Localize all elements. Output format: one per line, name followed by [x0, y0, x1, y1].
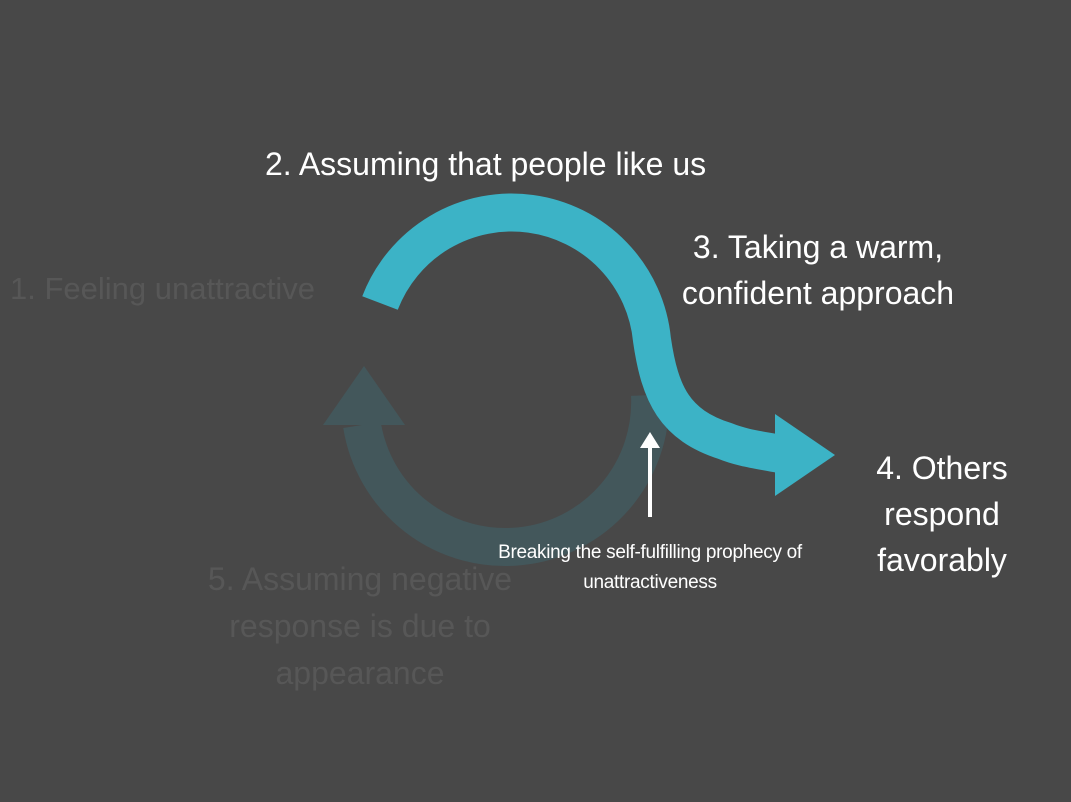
breaking-prophecy-caption: Breaking the self-fulfilling prophecy of…	[498, 542, 802, 593]
positive-cycle-arrowhead	[775, 414, 835, 496]
step-5-assuming-negative-response: 5. Assuming negative response is due to …	[207, 561, 513, 691]
step-2-assuming-people-like-us: 2. Assuming that people like us	[265, 146, 707, 182]
positive-cycle-arc	[362, 193, 784, 473]
step-4-others-respond-favorably: 4. Others respond favorably	[876, 450, 1008, 578]
step-3-warm-confident-approach: 3. Taking a warm, confident approach	[681, 229, 955, 311]
break-pointer-arrowhead	[640, 432, 660, 448]
step-1-feeling-unattractive: 1. Feeling unattractive	[10, 271, 316, 306]
negative-cycle-arc	[343, 394, 670, 566]
negative-cycle-arrowhead	[323, 366, 405, 425]
